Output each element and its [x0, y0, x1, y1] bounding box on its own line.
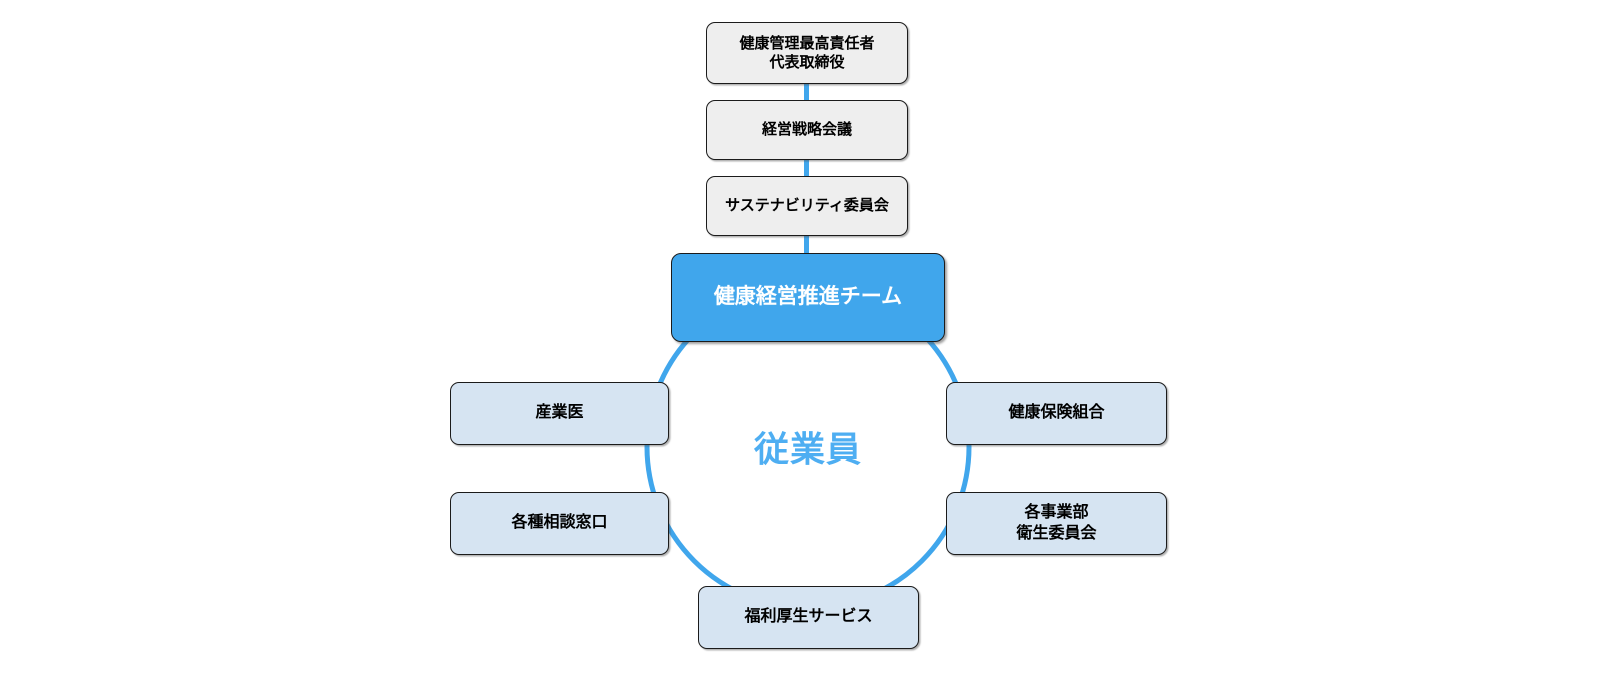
node-sustainability-committee[interactable]: サステナビリティ委員会	[706, 176, 908, 236]
node-occupational-physician-label: 産業医	[535, 404, 584, 422]
employee-center-label: 従業員	[753, 430, 863, 470]
node-consultation-desks[interactable]: 各種相談窓口	[450, 492, 669, 555]
connector-cho-to-strategy-meeting	[804, 84, 809, 101]
node-welfare-services[interactable]: 福利厚生サービス	[698, 586, 919, 649]
node-sustainability-committee-label: サステナビリティ委員会	[725, 197, 889, 215]
node-health-management-promotion-team[interactable]: 健康経営推進チーム	[671, 253, 945, 342]
node-health-insurance-union-label: 健康保険組合	[1008, 404, 1105, 422]
node-health-insurance-union[interactable]: 健康保険組合	[946, 382, 1167, 445]
node-welfare-services-label: 福利厚生サービス	[744, 608, 873, 626]
node-management-strategy-meeting[interactable]: 経営戦略会議	[706, 100, 908, 160]
node-division-safety-committee[interactable]: 各事業部 衛生委員会	[946, 492, 1167, 555]
node-chief-health-officer[interactable]: 健康管理最高責任者 代表取締役	[706, 22, 908, 84]
node-consultation-desks-label: 各種相談窓口	[511, 514, 608, 532]
node-management-strategy-meeting-label: 経営戦略会議	[761, 121, 852, 139]
node-division-safety-committee-label: 各事業部 衛生委員会	[1016, 504, 1097, 542]
node-chief-health-officer-label: 健康管理最高責任者 代表取締役	[739, 34, 875, 71]
node-occupational-physician[interactable]: 産業医	[450, 382, 669, 445]
connector-strategy-meeting-to-sustainability-committee	[804, 160, 809, 177]
connector-sustainability-committee-to-promotion-team	[804, 236, 809, 255]
node-health-management-promotion-team-label: 健康経営推進チーム	[713, 285, 903, 309]
